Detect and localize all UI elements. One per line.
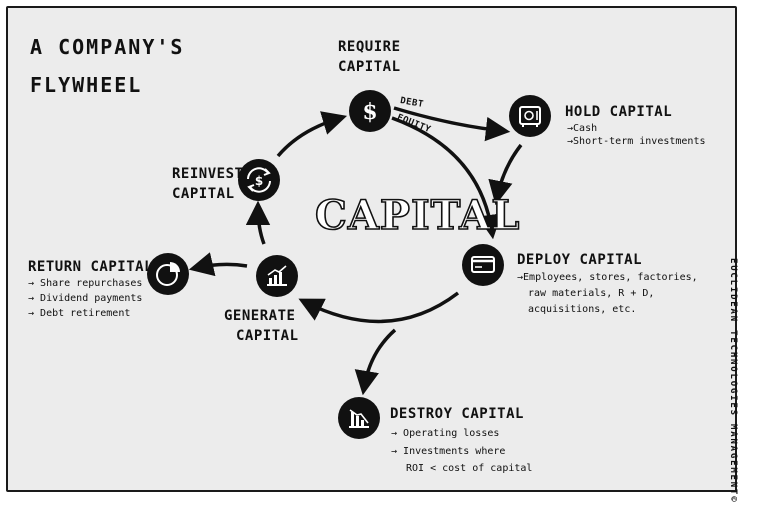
- generate-label-line1: GENERATE: [224, 308, 296, 324]
- center-label: CAPITAL: [314, 191, 521, 240]
- credit-text: EUCLIDEAN TECHNOLOGIES MANAGEMENT©: [728, 258, 738, 504]
- require-label-line2: CAPITAL: [338, 59, 401, 75]
- destroy-capital-title: DESTROY CAPITAL: [390, 406, 524, 422]
- declining-chart-icon: [338, 397, 380, 439]
- hold-item-short-term: →Short-term investments: [567, 136, 706, 147]
- arrow-reinvest-to-require: [276, 111, 348, 158]
- svg-text:$: $: [255, 174, 263, 188]
- return-item-dividend-payments: → Dividend payments: [28, 293, 143, 304]
- deploy-desc-line2: raw materials, R + D,: [528, 288, 655, 299]
- arrow-generate-to-return: [188, 252, 248, 277]
- pie-chart-icon: [147, 253, 189, 295]
- diagram-title-line1: A COMPANY'S: [30, 35, 185, 59]
- arrow-generate-to-reinvest: [245, 200, 271, 245]
- recycle-dollar-icon: $: [238, 159, 280, 201]
- return-capital-title: RETURN CAPITAL: [28, 259, 154, 275]
- credit-card-icon: [462, 244, 504, 286]
- deploy-desc-line1: →Employees, stores, factories,: [517, 272, 698, 283]
- reinvest-label-line1: REINVEST: [172, 166, 244, 182]
- dollar-sign-icon: $: [349, 90, 391, 132]
- growth-chart-icon: [256, 255, 298, 297]
- hold-capital-title: HOLD CAPITAL: [565, 104, 673, 120]
- diagram-title-line2: FLYWHEEL: [30, 73, 143, 97]
- generate-label-line2: CAPITAL: [236, 328, 299, 344]
- arrow-hold-to-deploy: [488, 143, 523, 206]
- arrow-deploy-to-generate: [298, 291, 460, 324]
- return-item-share-repurchases: → Share repurchases: [28, 278, 143, 289]
- destroy-item-operating-losses: → Operating losses: [391, 428, 500, 439]
- return-item-debt-retirement: → Debt retirement: [28, 308, 131, 319]
- reinvest-label-line2: CAPITAL: [172, 186, 235, 202]
- destroy-item-roi: ROI < cost of capital: [406, 463, 533, 474]
- arrow-require-to-hold-debt: [393, 106, 511, 142]
- require-label-line1: REQUIRE: [338, 39, 401, 55]
- destroy-item-investments: → Investments where: [391, 446, 506, 457]
- arrow-deploy-to-destroy: [354, 328, 397, 396]
- arrow-require-to-deploy-equity: [391, 116, 502, 240]
- hold-item-cash: →Cash: [567, 123, 598, 134]
- deploy-capital-title: DEPLOY CAPITAL: [517, 252, 643, 268]
- deploy-desc-line3: acquisitions, etc.: [528, 304, 637, 315]
- svg-text:$: $: [362, 99, 377, 125]
- safe-icon: [509, 95, 551, 137]
